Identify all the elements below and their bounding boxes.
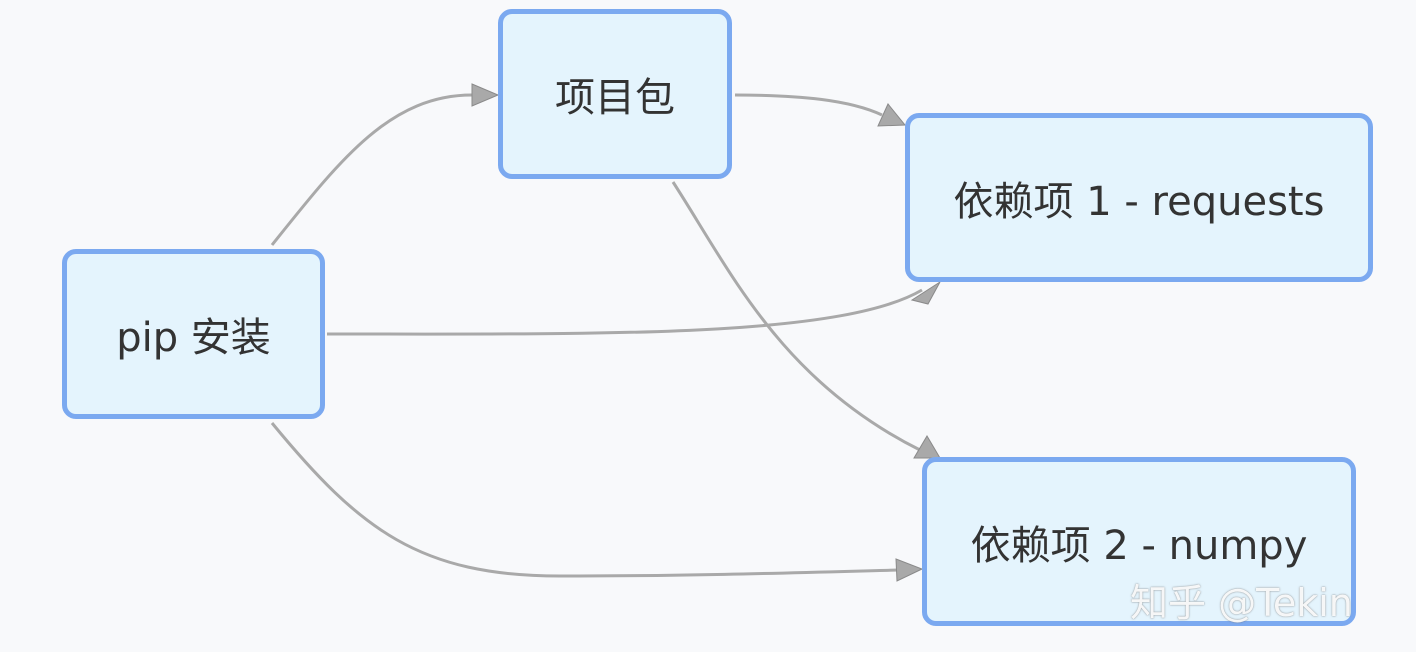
node-dependency-numpy: 依赖项 2 - numpy: [922, 457, 1356, 626]
node-dependency-numpy-label: 依赖项 2 - numpy: [970, 522, 1308, 569]
node-pip-install-label: pip 安装: [116, 315, 271, 361]
node-dependency-requests-label: 依赖项 1 - requests: [953, 178, 1325, 225]
arrowhead-numpy-left: [895, 558, 924, 582]
edge-package-to-numpy: [671, 181, 921, 452]
edge-pip-to-requests: [326, 288, 923, 336]
arrowhead-package: [471, 83, 500, 107]
node-package: 项目包: [498, 9, 732, 179]
arrowhead-numpy-top: [913, 435, 941, 459]
edge-pip-to-package: [270, 93, 473, 246]
edge-package-to-requests: [734, 93, 883, 117]
edge-pip-to-numpy: [270, 422, 899, 578]
node-package-label: 项目包: [555, 75, 675, 121]
arrowhead-requests-upper: [877, 103, 907, 127]
arrowhead-requests-lower: [910, 281, 941, 305]
watermark: 知乎 @Tekin: [1130, 581, 1353, 625]
node-dependency-requests: 依赖项 1 - requests: [905, 113, 1373, 282]
node-pip-install: pip 安装: [62, 249, 325, 419]
